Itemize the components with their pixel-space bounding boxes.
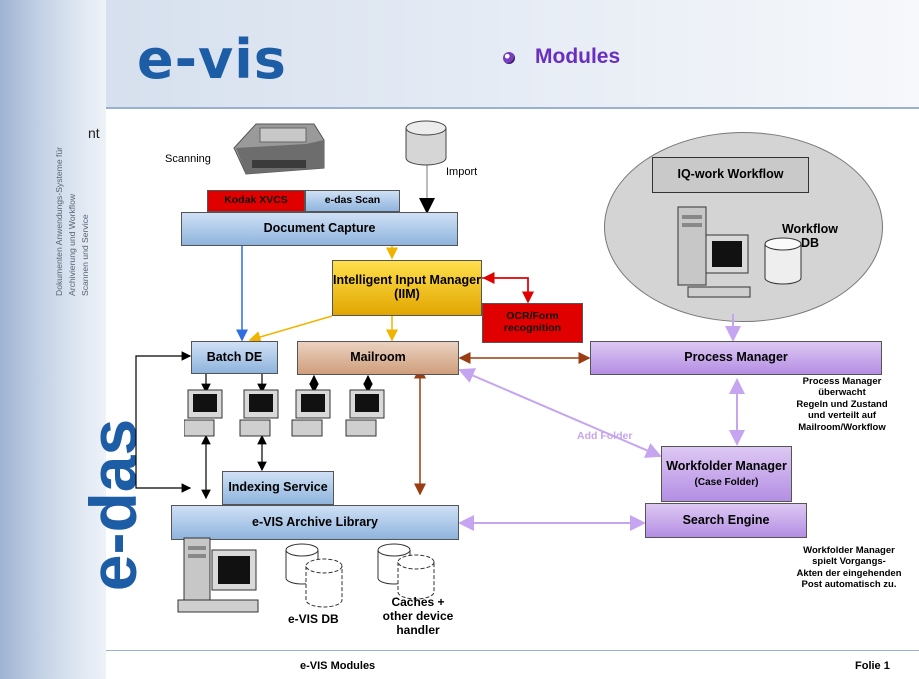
import-label: Import [446,166,478,178]
import-database-icon [405,120,447,166]
process-manager-note: Process Manager überwacht Regeln und Zus… [772,376,912,433]
slide-number: Folie 1 [855,660,890,672]
computer-icon [291,389,331,437]
scanner-icon [233,123,325,175]
cut-off-text: nt [88,125,100,141]
process-manager-box: Process Manager [590,341,882,375]
workfolder-note: Workfolder Manager spielt Vorgangs- Akte… [780,545,918,591]
case-folder-label: (Case Folder) [694,476,759,488]
note-line: Workfolder Manager [803,545,895,556]
note-line: Process Manager [802,376,882,387]
scanning-label: Scanning [165,153,211,165]
workflow-db-label: Workflow DB [781,222,839,251]
workflow-database-icon [764,237,802,285]
evis-logo: e-vis [137,28,287,91]
evis-archive-library-box: e-VIS Archive Library [171,505,459,540]
footer-divider [106,650,919,651]
workflow-server-computer-icon [677,206,751,298]
edas-scan-box: e-das Scan [305,190,400,212]
ocr-form-recognition-box: OCR/Form recognition [482,303,583,343]
workfolder-manager-box: Workfolder Manager (Case Folder) [661,446,792,502]
note-line: Regeln und Zustand [796,398,888,410]
note-line: spielt Vorgangs- [812,556,886,568]
footer-title: e-VIS Modules [300,660,376,672]
batch-de-box: Batch DE [191,341,278,374]
document-capture-box: Document Capture [181,212,458,246]
search-engine-box: Search Engine [645,503,807,538]
note-line: überwacht [818,387,866,399]
evis-db-label: e-VIS DB [288,612,339,626]
page-title: Modules [535,45,621,68]
evis-database-icon [285,543,343,608]
sidebar-band [0,0,106,679]
kodak-xvcs-box: Kodak XVCS [207,190,305,212]
mailroom-box: Mailroom [297,341,459,375]
iq-work-workflow-box: IQ-work Workflow [652,157,809,193]
bullet-icon [503,52,515,64]
caches-database-icon [377,543,435,600]
computer-icon [184,389,223,437]
caches-label: Caches + other device handler [382,595,454,637]
add-folder-label: Add Folder [577,430,633,442]
computer-icon [345,389,385,437]
archive-server-computer-icon [177,537,259,613]
note-line: Post automatisch zu. [801,579,897,591]
indexing-service-box: Indexing Service [222,471,334,505]
intelligent-input-manager-box: Intelligent Input Manager (IIM) [332,260,482,316]
header-divider [106,107,919,109]
workstation-icons [184,389,385,437]
note-line: Mailroom/Workflow [798,421,886,433]
computer-icon [239,389,279,437]
workfolder-manager-label: Workfolder Manager [666,459,787,474]
note-line: und verteilt auf [807,410,877,422]
note-line: Akten der eingehenden [796,567,902,579]
